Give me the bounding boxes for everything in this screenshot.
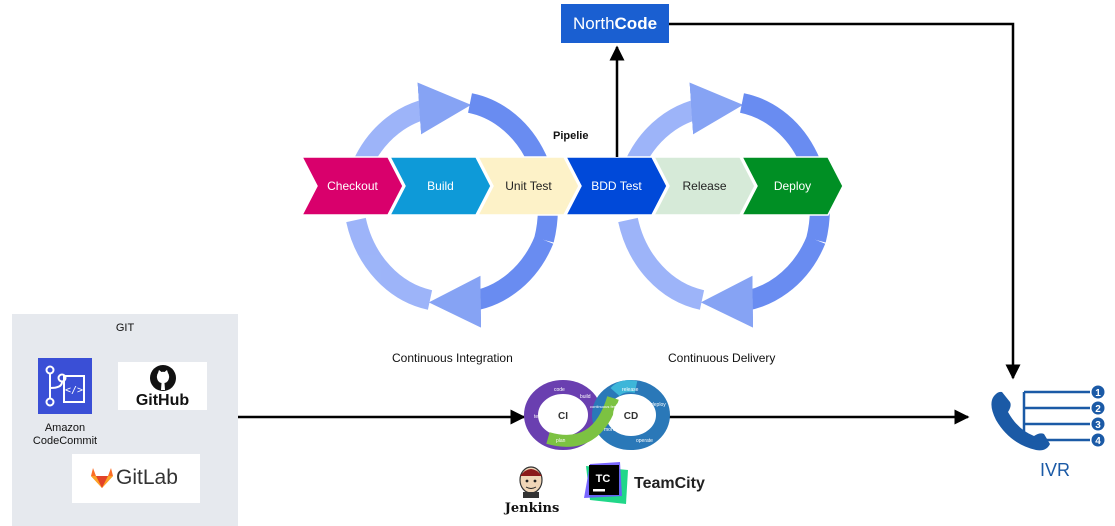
- github-label: GitHub: [135, 392, 190, 409]
- ivr-option-3: 3: [1095, 420, 1101, 431]
- stage-build-label: Build: [427, 179, 454, 193]
- teamcity-badge: TC: [596, 473, 611, 485]
- ivr-label: IVR: [1040, 460, 1070, 480]
- git-title: GIT: [115, 322, 135, 334]
- stage-release-label: Release: [682, 179, 726, 193]
- teamcity-icon: [584, 462, 628, 504]
- stage-checkout-chevron: [300, 156, 404, 216]
- ring-word-test: test: [534, 414, 543, 420]
- northcode-name-part2: Code: [614, 13, 658, 33]
- arrow-northcode-to-ivr: [669, 22, 1021, 380]
- gitlab-label: GitLab: [116, 466, 178, 489]
- ring-word-deploy: deploy: [651, 402, 666, 408]
- stage-bdd-test-label: BDD Test: [591, 179, 642, 193]
- teamcity-label: TeamCity: [634, 475, 705, 492]
- cd-label: Continuous Delivery: [668, 351, 776, 365]
- pipeline-stages: Checkout Build Unit Test BDD Test Release Dep…: [300, 156, 844, 216]
- jenkins-label: Jenkins: [504, 501, 560, 516]
- github-card: GitHub: [118, 362, 207, 410]
- stage-bdd-test-chevron: [564, 156, 668, 216]
- stage-unit-test-chevron: [476, 156, 580, 216]
- ring-word-release: release: [622, 387, 639, 393]
- ci-label: Continuous Integration: [392, 351, 513, 365]
- ivr-option-2: 2: [1095, 404, 1101, 415]
- ring-word-feedback: continuous feedback: [590, 404, 627, 409]
- gitlab-icon: [91, 468, 113, 488]
- ring-word-build: build: [580, 394, 591, 400]
- cicd-infinity-icon: [524, 380, 670, 450]
- stage-build-chevron: [388, 156, 492, 216]
- ring-word-plan: plan: [556, 438, 566, 444]
- stage-checkout-label: Checkout: [327, 179, 378, 193]
- northcode-name-part1: North: [572, 13, 615, 33]
- github-icon: [150, 365, 176, 391]
- codecommit-icon: </>: [38, 358, 92, 414]
- pipeline-label: Pipelie: [553, 130, 589, 142]
- cd-logo-label: CD: [624, 411, 638, 422]
- gitlab-card: GitLab: [72, 454, 200, 503]
- jenkins-icon: [519, 466, 543, 498]
- ring-word-monitor: monitor: [604, 427, 621, 433]
- codecommit-label: Amazon CodeCommit: [32, 422, 98, 447]
- git-panel: GIT </> Amazon CodeCommit GitHub: [12, 314, 238, 526]
- svg-text:</>: </>: [65, 385, 83, 396]
- ring-word-operate: operate: [636, 438, 653, 444]
- stage-deploy-chevron: [740, 156, 844, 216]
- ivr-option-1: 1: [1095, 388, 1101, 399]
- ring-word-code: code: [554, 387, 565, 393]
- stage-unit-test-label: Unit Test: [505, 179, 552, 193]
- stage-deploy-label: Deploy: [774, 179, 811, 193]
- ci-logo-label: CI: [558, 411, 568, 422]
- ivr-option-4: 4: [1095, 436, 1101, 447]
- stage-release-chevron: [652, 156, 756, 216]
- ivr-phone-icon: [991, 385, 1105, 451]
